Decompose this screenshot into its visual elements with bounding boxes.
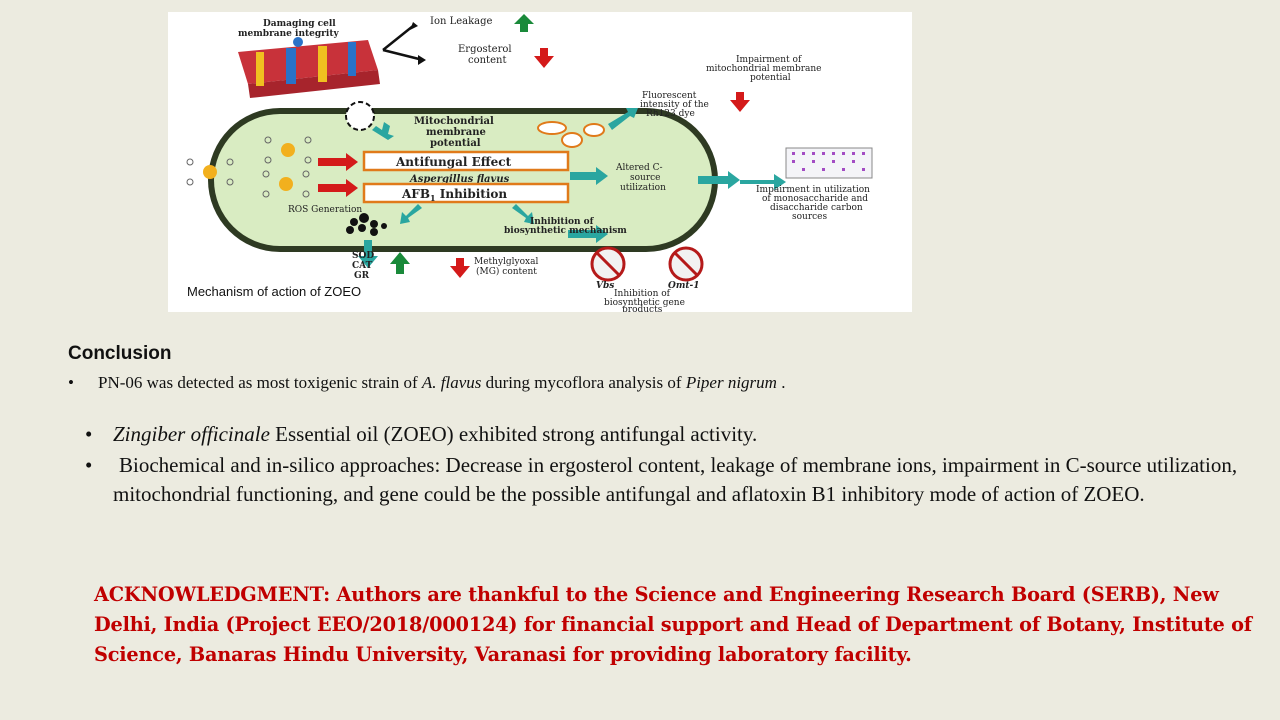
label-fluor-2: intensity of the <box>640 100 709 110</box>
label-gene-1: Inhibition of <box>614 289 671 299</box>
label-afb-inhibition: AFB1 Inhibition <box>401 187 507 203</box>
up-arrow-icon <box>390 252 410 274</box>
label-aspergillus: Aspergillus flavus <box>409 174 510 185</box>
label-gene-2: biosynthetic gene <box>604 298 685 308</box>
figure-caption: Mechanism of action of ZOEO <box>187 284 362 299</box>
membrane-illustration <box>238 37 380 98</box>
label-impair-util-3: disaccharide carbon <box>770 203 863 213</box>
label-mito-3: potential <box>430 138 481 149</box>
conclusion-item-3: • Biochemical and in-silico approaches: … <box>85 453 1238 506</box>
mechanism-diagram: Damaging cell membrane integrity Ion Lea… <box>186 14 873 312</box>
up-arrow-icon <box>514 14 534 32</box>
label-impair-util-4: sources <box>792 212 828 222</box>
microplate-icon <box>785 147 873 179</box>
label-sod: SOD <box>352 251 374 261</box>
afb-inhibition-box <box>362 182 570 204</box>
label-mg-1: Methylglyoxal <box>474 257 539 267</box>
conclusion-item-1: •PN-06 was detected as most toxigenic st… <box>68 373 786 392</box>
bullet-icon: • <box>68 373 74 392</box>
down-arrow-icon <box>534 48 554 68</box>
label-inhib-bio-1: Inhibition of <box>530 217 595 227</box>
label-damaging-1: Damaging cell <box>263 19 336 29</box>
label-ion-leakage: Ion Leakage <box>430 16 493 27</box>
label-mito-2: membrane <box>426 127 486 138</box>
mitochondria-icon <box>561 132 583 148</box>
label-impair-mito-2: mitochondrial membrane <box>706 64 822 74</box>
label-mito-1: Mitochondrial <box>414 116 494 127</box>
label-altered-c-1: Altered C- <box>615 163 663 173</box>
down-arrow-icon <box>450 258 470 278</box>
bullet-icon: • <box>85 422 93 446</box>
label-ergosterol-1: Ergosterol <box>458 44 512 55</box>
label-cat: CAT <box>352 261 373 271</box>
label-fluor-3: Rh123 dye <box>646 109 695 119</box>
label-gene-3: products <box>622 305 663 312</box>
label-inhib-bio-2: biosynthetic mechanism <box>504 226 627 236</box>
label-ros: ROS Generation <box>288 205 362 215</box>
spore-clusters <box>186 136 312 198</box>
label-damaging-2: membrane integrity <box>238 29 339 39</box>
antifungal-effect-box <box>362 150 570 172</box>
label-impair-mito-1: Impairment of <box>736 55 802 65</box>
acknowledgment-text: ACKNOWLEDGMENT: Authors are thankful to … <box>94 583 1252 666</box>
mechanism-figure: Damaging cell membrane integrity Ion Lea… <box>168 12 912 312</box>
label-impair-util-2: of monosaccharide and <box>762 194 868 204</box>
conclusion-heading: Conclusion <box>68 343 172 364</box>
label-antifungal-effect: Antifungal Effect <box>395 155 512 169</box>
black-particle-cluster <box>346 213 387 236</box>
label-omt: Omt-1 <box>668 281 700 291</box>
mitochondria-icon <box>583 123 605 137</box>
bullet-icon: • <box>85 453 93 477</box>
label-ergosterol-2: content <box>468 55 506 66</box>
mitochondria-icon <box>537 121 567 135</box>
label-impair-util-1: Impairment in utilization <box>756 185 870 195</box>
label-gr: GR <box>354 271 370 281</box>
conclusion-item-2: • Zingiber officinale Essential oil (ZOE… <box>85 422 758 446</box>
label-fluor-1: Fluorescent <box>642 91 697 101</box>
label-mg-2: (MG) content <box>476 266 537 277</box>
label-impair-mito-3: potential <box>750 73 791 83</box>
cell-body <box>214 114 712 246</box>
label-altered-c-3: utilization <box>620 183 666 193</box>
label-altered-c-2: source <box>630 173 661 183</box>
down-arrow-icon <box>730 92 750 112</box>
label-vbs: Vbs <box>596 281 614 291</box>
